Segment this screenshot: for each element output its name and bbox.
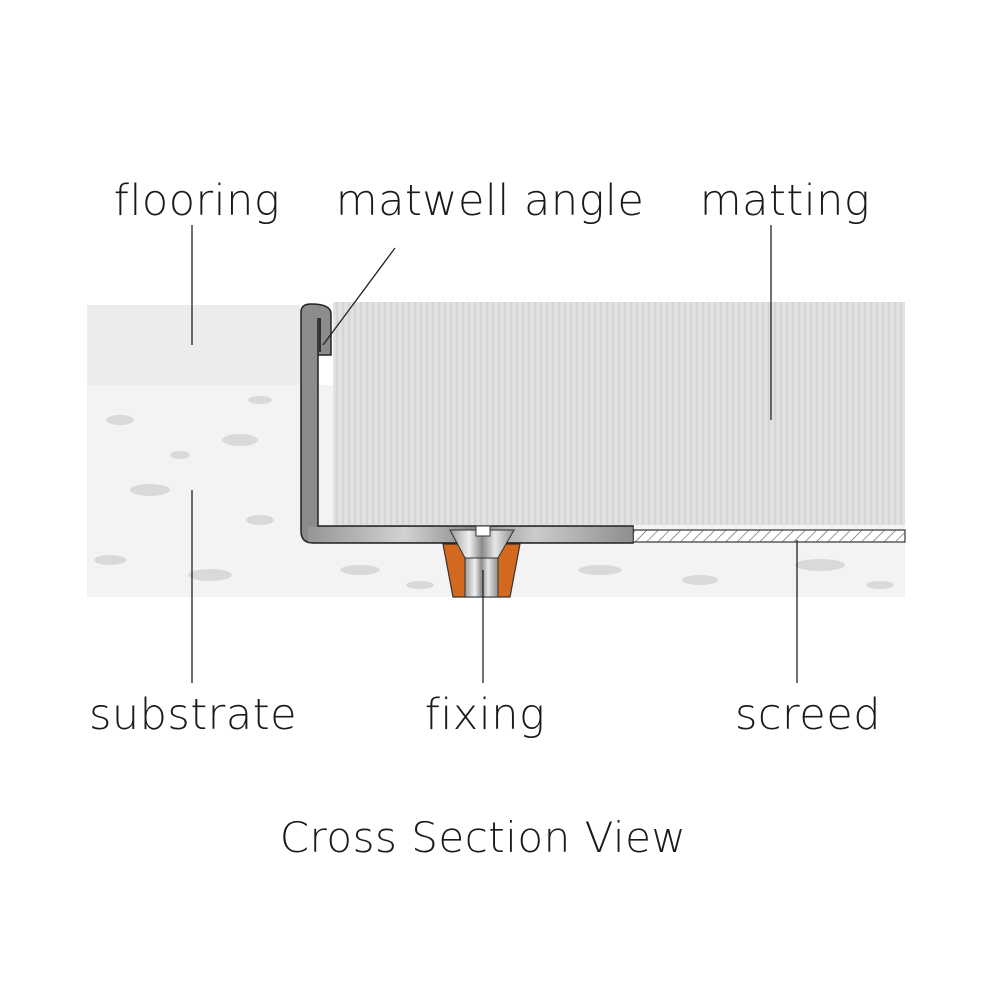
substrate-speckles <box>94 396 894 589</box>
label-flooring: flooring <box>113 176 281 226</box>
label-substrate: substrate <box>88 690 298 740</box>
diagram-title: Cross Section View <box>279 813 687 862</box>
matting-block <box>333 302 905 525</box>
flooring-block <box>87 305 300 385</box>
screw-slot <box>475 525 491 537</box>
matwell-angle-profile <box>300 303 634 544</box>
label-screed: screed <box>735 690 881 740</box>
label-fixing: fixing <box>424 690 546 740</box>
label-matting: matting <box>699 176 871 226</box>
label-matwell-angle: matwell angle <box>335 176 645 226</box>
leader-lines <box>191 225 798 683</box>
fixing-screw-head <box>449 529 515 559</box>
fixing-screw-shank <box>464 557 499 598</box>
screed-hatch <box>633 530 905 542</box>
